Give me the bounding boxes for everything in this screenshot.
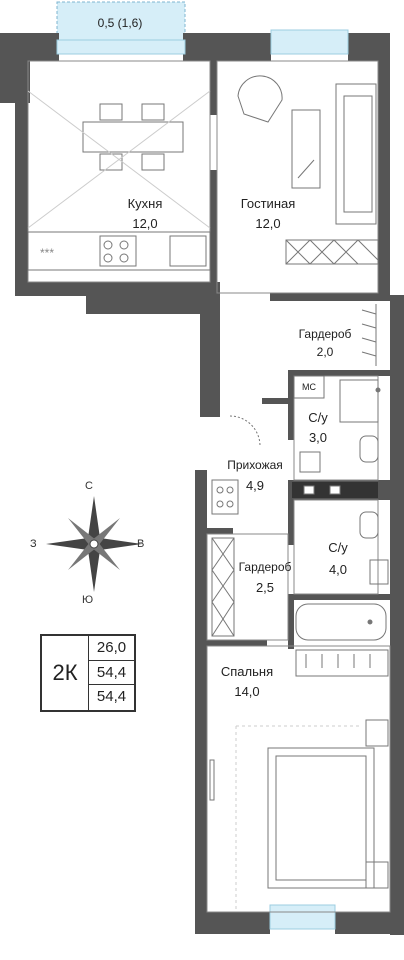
hall-name: Прихожая (227, 458, 283, 472)
compass-south: Ю (82, 594, 94, 606)
walls (0, 33, 404, 935)
bath1-fixtures (293, 375, 381, 473)
bath1-area: 3,0 (308, 430, 328, 445)
apartment-summary: 2К 26,0 54,4 54,4 (40, 634, 136, 712)
washer-label: МС (302, 382, 316, 392)
room-lines (27, 60, 391, 913)
wardrobe1-area: 2,0 (316, 345, 334, 359)
compass-north: С (85, 480, 93, 492)
living-area: 12,0 (255, 216, 281, 231)
compass-west: З (30, 538, 37, 550)
bath2-area: 4,0 (328, 562, 348, 577)
bath2-name: С/у (328, 540, 348, 555)
total-area-value: 54,4 (89, 661, 134, 686)
area-column: 26,0 54,4 54,4 (88, 636, 134, 710)
balcony-area-label: 0,5 (1,6) (97, 16, 143, 30)
living-furniture (237, 75, 379, 265)
bedroom-area: 14,0 (234, 684, 260, 699)
hall-fixtures (211, 415, 378, 515)
living-area-value: 26,0 (89, 636, 134, 661)
bedroom-name: Спальня (220, 664, 274, 679)
wardrobe2-area: 2,5 (255, 580, 275, 595)
bath1-name: С/у (308, 410, 328, 425)
bedroom-furniture (209, 649, 389, 912)
compass-east: В (137, 538, 145, 550)
windows (56, 29, 349, 930)
wardrobe2-rack (211, 537, 235, 637)
kitchen-area: 12,0 (132, 216, 158, 231)
apartment-type: 2К (52, 660, 78, 685)
compass-rose (46, 496, 142, 592)
kitchen-furniture (27, 90, 211, 271)
kitchen-name: Кухня (127, 196, 163, 211)
stove-dots: *** (39, 246, 54, 260)
wardrobe1-name: Гардероб (298, 327, 352, 341)
wardrobe1-rack (361, 304, 377, 366)
hall-area: 4,9 (245, 478, 265, 493)
living-name: Гостиная (240, 196, 296, 211)
total-area-value-2: 54,4 (96, 688, 127, 706)
wardrobe2-name: Гардероб (238, 560, 292, 574)
bath2-fixtures (295, 511, 389, 641)
